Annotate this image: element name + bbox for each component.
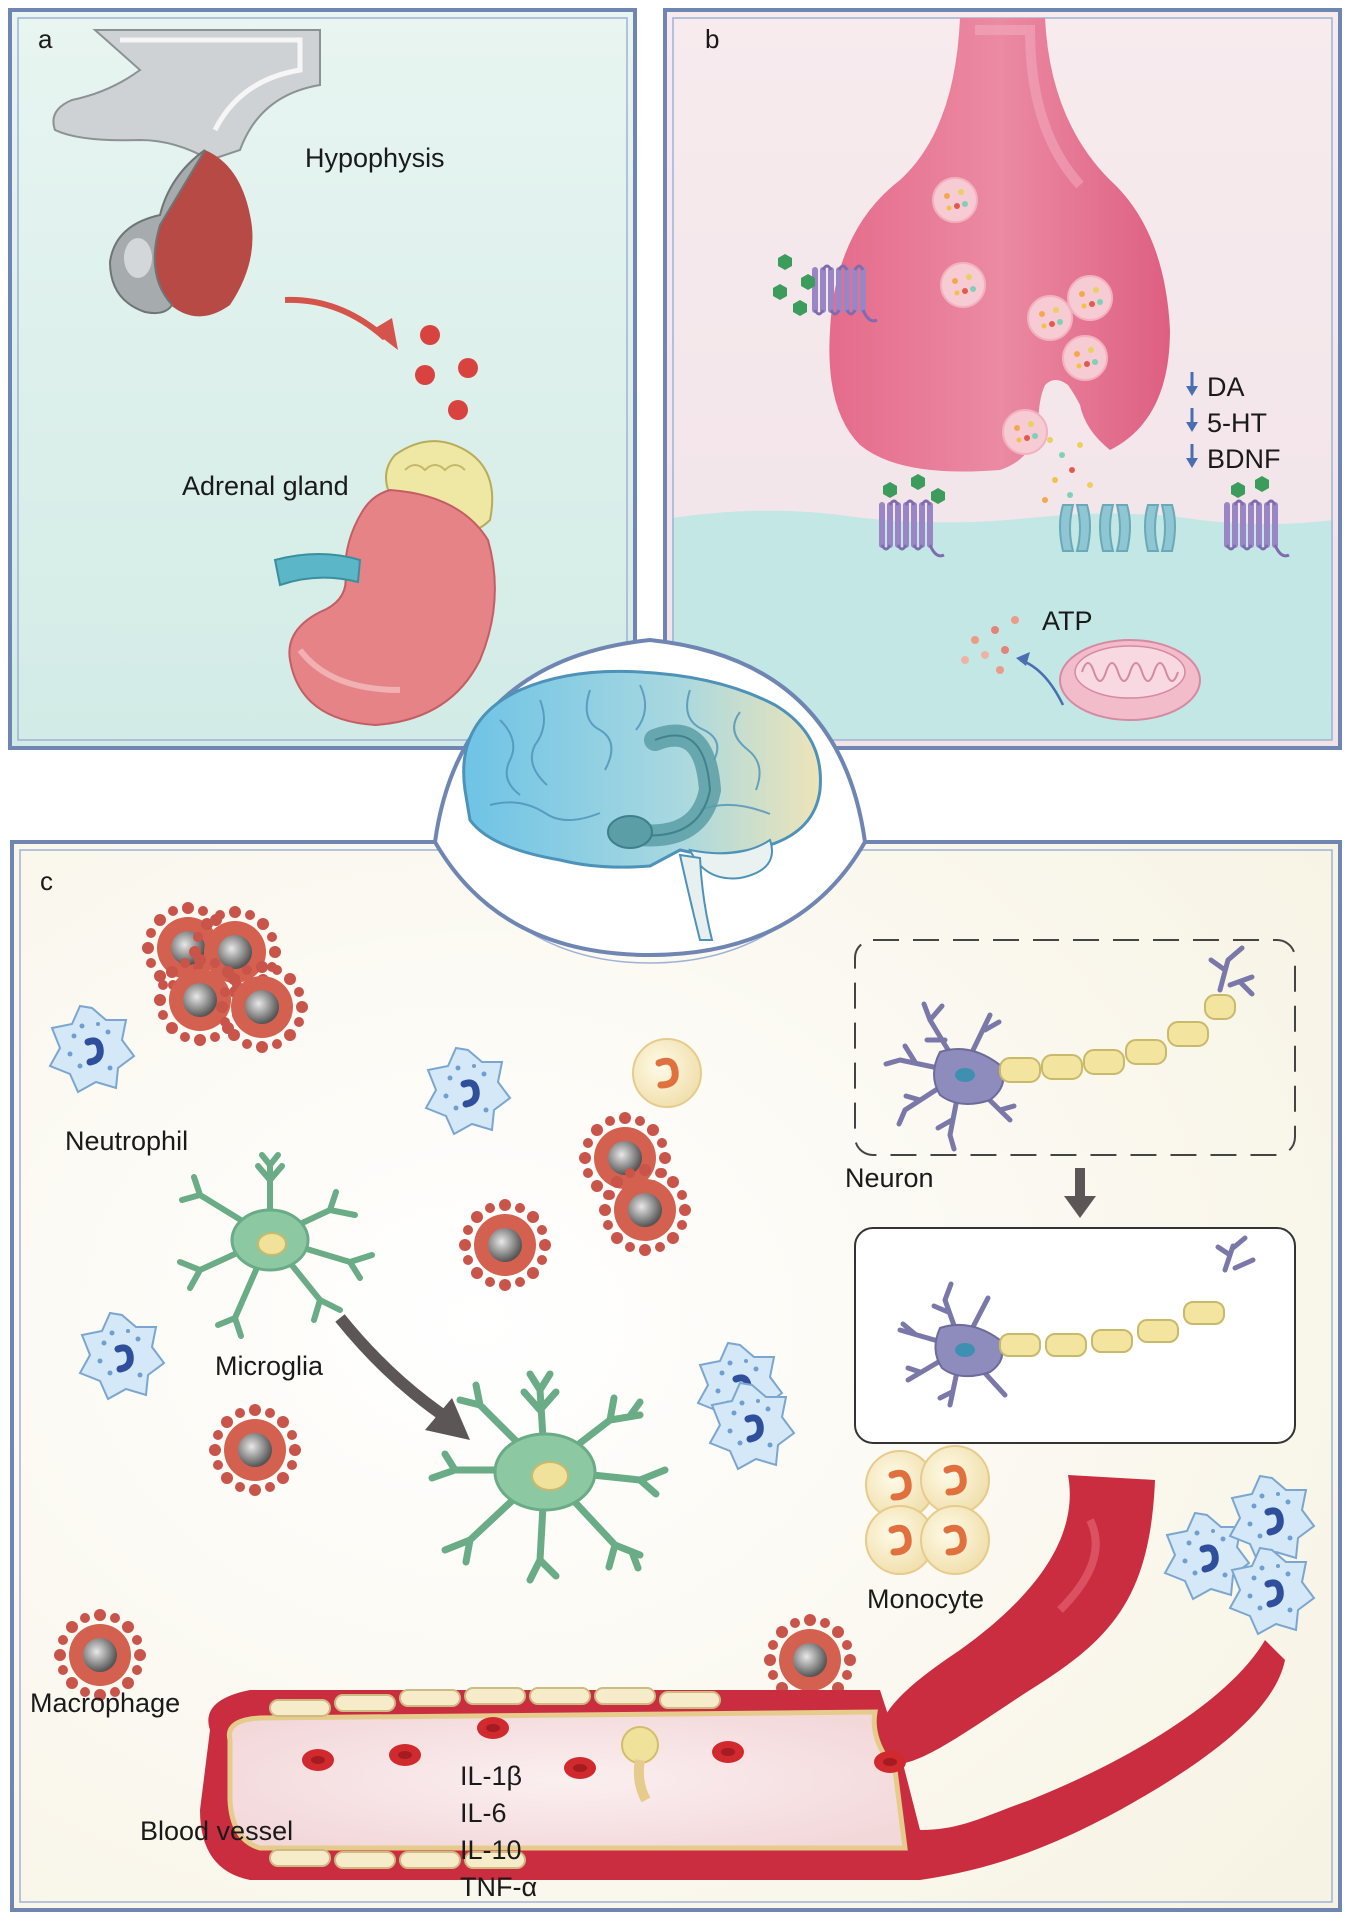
atp-label: ATP: [1042, 606, 1093, 636]
blood-vessel-label: Blood vessel: [140, 1816, 293, 1846]
cytokine-il1b: IL-1β: [460, 1761, 522, 1791]
panel-b-letter: b: [705, 24, 719, 54]
panel-b: b: [665, 10, 1340, 748]
marker-da: DA: [1207, 372, 1245, 402]
neuron-box-solid: [855, 1228, 1295, 1443]
cytokine-tnfa: TNF-α: [460, 1872, 537, 1902]
cytokine-il6: IL-6: [460, 1798, 507, 1828]
monocyte-label: Monocyte: [867, 1584, 984, 1614]
mitochondrion: [1060, 640, 1200, 720]
microglia-label: Microglia: [215, 1351, 324, 1381]
panel-a-letter: a: [38, 24, 53, 54]
neutrophil-label: Neutrophil: [65, 1126, 188, 1156]
monocyte: [633, 1039, 701, 1107]
adrenal-gland-label: Adrenal gland: [182, 471, 349, 501]
panel-a: a Hypophysis Adrenal gland: [10, 10, 635, 748]
panel-c-letter: c: [40, 866, 53, 896]
panel-c: c: [12, 842, 1340, 1910]
neuron-label: Neuron: [845, 1163, 934, 1193]
hypophysis-label: Hypophysis: [305, 143, 445, 173]
marker-5ht: 5-HT: [1207, 408, 1267, 438]
cytokine-il10: IL-10: [460, 1835, 522, 1865]
macrophage-label: Macrophage: [30, 1688, 180, 1718]
marker-bdnf: BDNF: [1207, 444, 1281, 474]
